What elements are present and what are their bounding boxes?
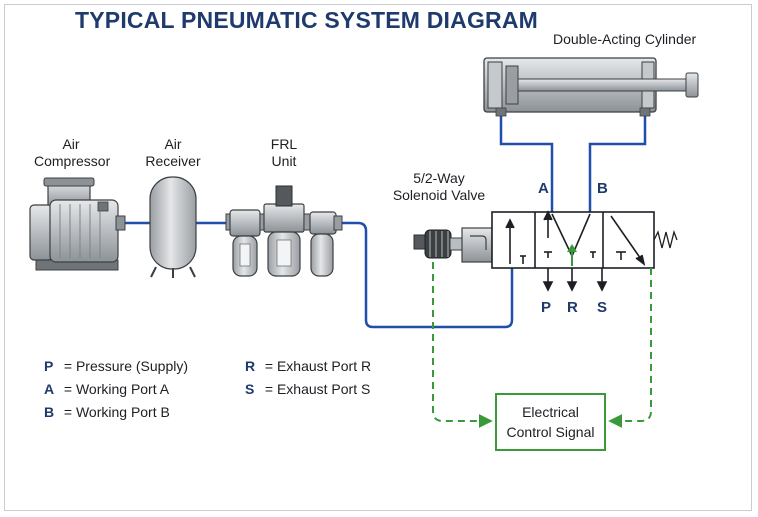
electrical-control-box: Electrical Control Signal (495, 393, 606, 451)
legend-key: R (245, 358, 256, 374)
receiver-label: Air Receiver (140, 136, 206, 170)
port-r-label: R (567, 299, 578, 316)
double-acting-cylinder (483, 57, 699, 117)
compressor-label: Air Compressor (34, 136, 111, 170)
frl-label: FRL Unit (260, 136, 308, 170)
legend-key: A (44, 381, 55, 397)
legend-item-a: A = Working Port A (44, 381, 169, 397)
control-label-line1: Electrical (522, 404, 579, 420)
valve-label: 5/2-Way Solenoid Valve (384, 170, 494, 204)
legend-item-p: P = Pressure (Supply) (44, 358, 188, 374)
compressor-label-line2: Compressor (34, 153, 111, 169)
legend-item-b: B = Working Port B (44, 404, 170, 420)
cylinder-label: Double-Acting Cylinder (553, 31, 697, 47)
legend-text: = Working Port A (63, 381, 170, 397)
port-b-label: B (597, 180, 608, 197)
legend-text: = Working Port B (63, 404, 170, 420)
receiver-label-line1: Air (164, 136, 182, 152)
control-label-line2: Control Signal (506, 424, 595, 440)
legend-item-s: S = Exhaust Port S (245, 381, 370, 397)
port-p-label: P (541, 299, 552, 316)
diagram-title: TYPICAL PNEUMATIC SYSTEM DIAGRAM (75, 7, 539, 33)
legend-text: = Pressure (Supply) (63, 358, 188, 374)
air-receiver (149, 176, 197, 278)
diagram-frame (4, 4, 752, 511)
valve-label-line2: Solenoid Valve (392, 187, 486, 203)
solenoid-coil (413, 227, 493, 263)
frl-label-line1: FRL (270, 136, 298, 152)
legend-key: B (44, 404, 55, 420)
port-stubs (542, 268, 608, 292)
air-lines (124, 114, 647, 329)
receiver-label-line2: Receiver (145, 153, 201, 169)
port-a-label: A (538, 180, 549, 197)
five-two-valve (491, 210, 678, 269)
legend-item-r: R = Exhaust Port R (245, 358, 371, 374)
legend-key: P (44, 358, 54, 374)
frl-unit (225, 185, 343, 277)
legend-key: S (245, 381, 255, 397)
air-compressor (29, 177, 126, 271)
flow-arrow (567, 244, 577, 266)
port-s-label: S (597, 299, 608, 316)
frl-label-line2: Unit (271, 153, 297, 169)
valve-label-line1: 5/2-Way (413, 170, 465, 186)
legend-text: = Exhaust Port R (264, 358, 372, 374)
compressor-label-line1: Air (62, 136, 80, 152)
control-signal-lines (432, 262, 652, 428)
legend-text: = Exhaust Port S (264, 381, 371, 397)
